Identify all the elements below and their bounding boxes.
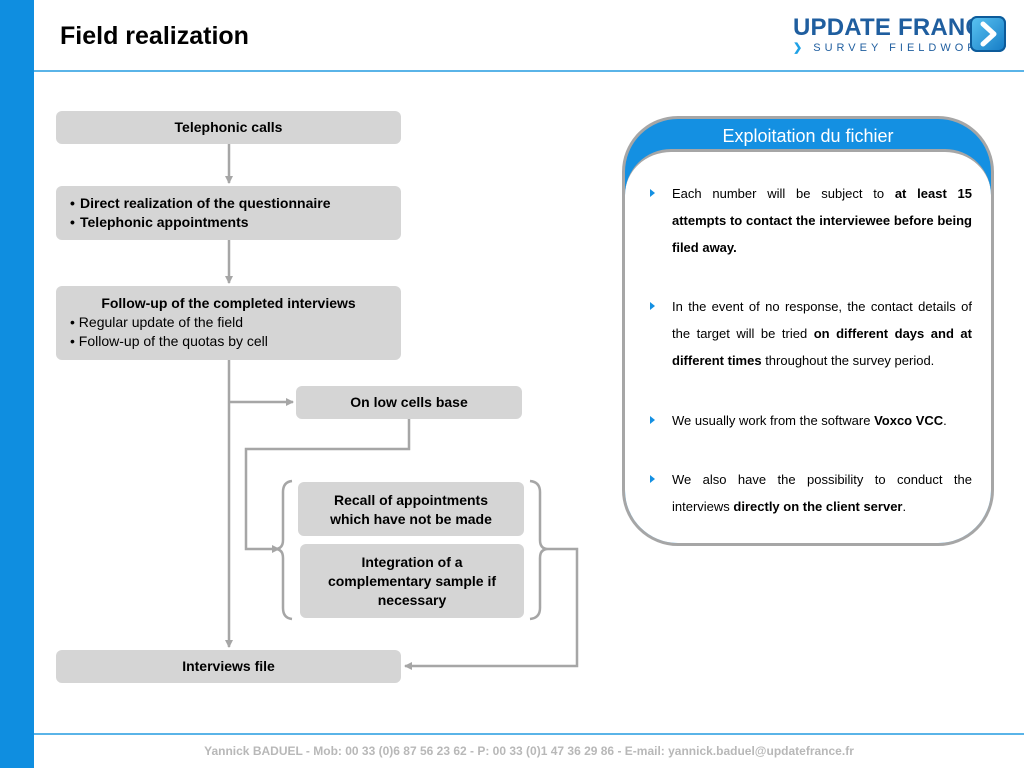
followup-item-2: • Follow-up of the quotas by cell [70, 333, 268, 349]
panel-body: Each number will be subject to at least … [625, 149, 991, 543]
panel-item-2: In the event of no response, the contact… [650, 293, 972, 374]
right-brace [529, 479, 549, 621]
logo-sub-text: ❯ SURVEY FIELDWORK [793, 42, 991, 54]
panel-item-2-bold: on different days and at different times [672, 326, 972, 368]
realization-box: •Direct realization of the questionnaire… [56, 186, 401, 240]
panel-item-3-tail: . [943, 413, 947, 428]
left-accent-bar [0, 0, 34, 768]
bullet-triangle-icon [650, 189, 655, 197]
telephonic-calls-box: Telephonic calls [56, 111, 401, 144]
panel-item-4-bold: directly on the client server [733, 499, 903, 514]
followup-box: Follow-up of the completed interviews • … [56, 286, 401, 360]
panel-title: Exploitation du fichier [722, 126, 894, 146]
bullet-triangle-icon [650, 416, 655, 424]
low-cells-box: On low cells base [296, 386, 522, 419]
panel-item-3: We usually work from the software Voxco … [650, 407, 972, 434]
panel-item-4: We also have the possibility to conduct … [650, 466, 972, 520]
low-cells-label: On low cells base [350, 394, 468, 410]
panel-item-1-text: Each number will be subject to [672, 186, 895, 201]
realization-item-2: Telephonic appointments [80, 214, 249, 230]
recall-box: Recall of appointments which have not be… [298, 482, 524, 536]
panel-item-2-text: In the event of no response, the contact… [672, 299, 972, 341]
recall-label: Recall of appointments which have not be… [330, 492, 492, 527]
logo-chevron-icon [970, 16, 1006, 52]
bullet-triangle-icon [650, 475, 655, 483]
realization-item-1: Direct realization of the questionnaire [80, 195, 331, 211]
interviews-file-label: Interviews file [182, 658, 275, 674]
arrow-actions-to-file [404, 547, 579, 670]
exploitation-panel: Exploitation du fichier Each number will… [622, 116, 994, 546]
panel-item-1-bold: at least 15 attempts to contact the inte… [672, 186, 972, 255]
header-divider [34, 70, 1024, 72]
panel-item-4-text: We also have the possibility to conduct … [672, 472, 972, 514]
panel-item-3-bold: Voxco VCC [874, 413, 944, 428]
telephonic-calls-label: Telephonic calls [174, 119, 283, 135]
company-logo: UPDATE FRANCE ❯ SURVEY FIELDWORK [790, 14, 1010, 60]
logo-main-text: UPDATE FRANCE [793, 14, 1000, 41]
footer-divider [34, 733, 1024, 735]
followup-item-1: • Regular update of the field [70, 314, 244, 330]
followup-heading: Follow-up of the completed interviews [101, 295, 356, 311]
page-title: Field realization [60, 22, 249, 50]
integration-label: Integration of a complementary sample if… [327, 554, 497, 608]
panel-item-2-tail: throughout the survey period. [761, 353, 935, 368]
integration-box: Integration of a complementary sample if… [300, 544, 524, 618]
left-brace [274, 479, 293, 621]
realization-list: •Direct realization of the questionnaire… [56, 194, 401, 232]
list-item: •Direct realization of the questionnaire [70, 195, 331, 211]
bullet-triangle-icon [650, 302, 655, 310]
arrow-low-cells-to-actions [244, 419, 411, 553]
panel-item-3-text: We usually work from the software [672, 413, 875, 428]
list-item: •Telephonic appointments [70, 214, 249, 230]
panel-item-1: Each number will be subject to at least … [650, 180, 972, 261]
footer-contact: Yannick BADUEL - Mob: 00 33 (0)6 87 56 2… [204, 744, 854, 758]
interviews-file-box: Interviews file [56, 650, 401, 683]
logo-tagline: SURVEY FIELDWORK [813, 42, 991, 54]
panel-item-4-tail: . [902, 499, 907, 514]
